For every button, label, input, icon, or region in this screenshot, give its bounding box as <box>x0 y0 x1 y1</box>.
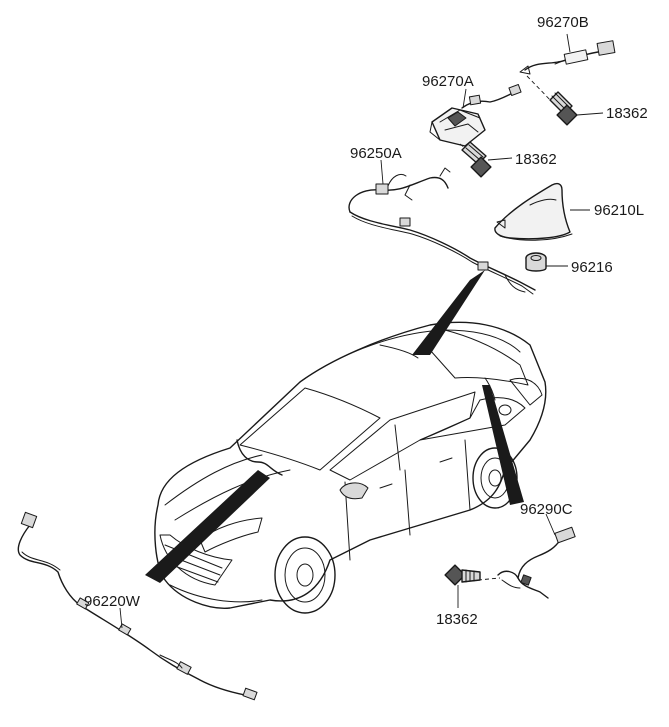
label-96270a: 96270A <box>422 73 474 90</box>
antenna-module-96270a <box>429 84 522 147</box>
front-harness-96220w <box>17 511 258 701</box>
label-96290c: 96290C <box>520 501 573 518</box>
label-18362-bottom: 18362 <box>436 611 478 628</box>
label-96270b: 96270B <box>537 14 589 31</box>
car-illustration <box>154 321 547 614</box>
grommet-96216 <box>525 252 568 272</box>
label-96216: 96216 <box>571 259 613 276</box>
front-callout-wedge <box>145 470 270 583</box>
roof-harness-96250a <box>348 159 536 295</box>
bolt-bottom <box>444 564 481 608</box>
rear-callout-wedge <box>482 385 524 505</box>
label-96250a: 96250A <box>350 145 402 162</box>
rear-cable-96290c <box>497 513 576 599</box>
label-18362-top: 18362 <box>606 105 648 122</box>
dashed-guide-bottom <box>477 577 501 581</box>
label-96210l: 96210L <box>594 202 644 219</box>
bolt-top <box>549 91 604 126</box>
antenna-cable-96270b <box>519 33 616 75</box>
shark-fin-antenna-96210l <box>494 182 590 241</box>
label-18362-middle: 18362 <box>515 151 557 168</box>
roof-callout-wedge <box>412 270 485 355</box>
label-96220w: 96220W <box>84 593 141 610</box>
bolt-middle <box>461 141 513 178</box>
callout-wedges <box>145 270 524 583</box>
